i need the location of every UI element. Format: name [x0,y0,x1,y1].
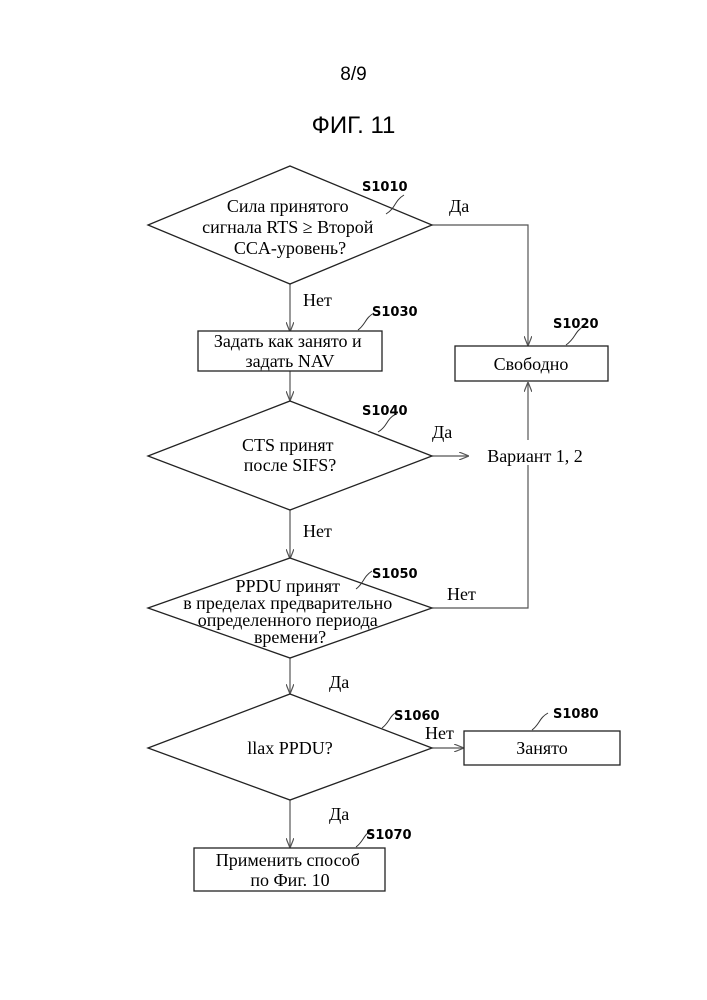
step-leader [532,713,548,730]
node-s1040: CTS принят после SIFS? S1040 [148,401,432,510]
node-s1020: Свободно S1020 [455,317,608,381]
node-line: времени? [254,627,326,647]
node-text: Занято [516,738,568,758]
edge-label-s1060-yes: Да [329,804,349,824]
node-s1070: Применить способ по Фиг. 10 S1070 [194,828,412,891]
node-s1010: Сила принятого сигнала RTS ≥ Второй CCA-… [148,166,432,284]
node-line: CTS принят [242,435,334,455]
node-line: задать NAV [245,351,334,371]
edge-label-s1050-no: Нет [447,584,476,604]
step-label: S1070 [366,828,412,843]
node-line: Применить способ [216,850,360,870]
node-line: Сила принятого [227,196,349,216]
node-text: CTS принят после SIFS? [242,435,338,475]
step-label: S1020 [553,317,599,332]
step-label: S1060 [394,709,440,724]
step-label: S1050 [372,567,418,582]
step-label: S1080 [553,707,599,722]
node-text: Свободно [494,354,569,374]
node-text: llax PPDU? [247,738,333,758]
node-line: после SIFS? [244,455,337,475]
variant-label: Вариант 1, 2 [487,446,583,466]
edge-label-s1010-yes: Да [449,196,469,216]
step-label: S1040 [362,404,408,419]
node-s1080: Занято S1080 [464,707,620,765]
node-s1060: llax PPDU? S1060 [148,694,440,800]
edge-label-s1060-no: Нет [425,723,454,743]
edge-label-s1010-no: Нет [303,290,332,310]
node-s1050: PPDU принят в пределах предварительно оп… [148,558,432,658]
edge-s1010-to-s1020 [432,225,528,345]
edge-label-s1040-yes: Да [432,422,452,442]
node-line: сигнала RTS ≥ Второй [202,217,374,237]
edge-label-s1040-no: Нет [303,521,332,541]
node-line: CCA-уровень? [234,238,346,258]
node-line: по Фиг. 10 [250,870,329,890]
node-line: Задать как занято и [214,331,362,351]
edge-label-s1050-yes: Да [329,672,349,692]
step-label: S1010 [362,180,408,195]
node-s1030: Задать как занято и задать NAV S1030 [198,305,418,371]
step-label: S1030 [372,305,418,320]
